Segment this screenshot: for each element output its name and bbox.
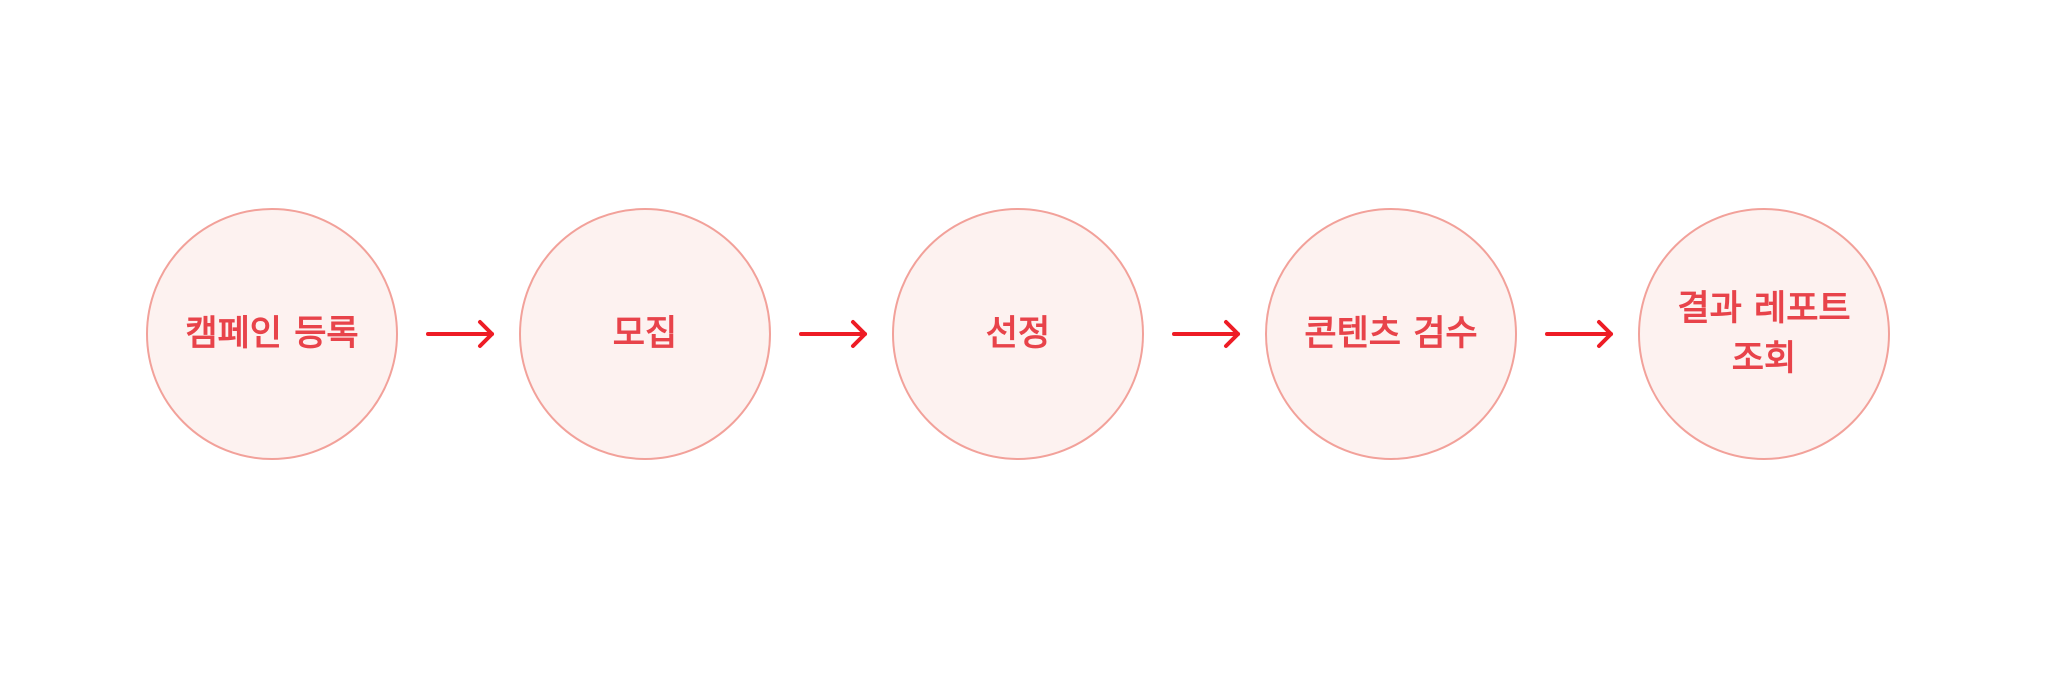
step-campaign-registration: 캠페인 등록 — [146, 208, 398, 460]
arrow-right-icon — [426, 316, 498, 352]
step-label: 캠페인 등록 — [185, 314, 359, 354]
step-recruitment: 모집 — [519, 208, 771, 460]
step-label: 콘텐츠 검수 — [1304, 314, 1478, 354]
arrow-right-icon — [1545, 316, 1617, 352]
step-result-report: 결과 레포트 조회 — [1638, 208, 1890, 460]
arrow-right-icon — [799, 316, 871, 352]
arrow-right-icon — [1172, 316, 1244, 352]
step-selection: 선정 — [892, 208, 1144, 460]
step-label: 결과 레포트 조회 — [1677, 289, 1851, 379]
step-label: 모집 — [612, 314, 678, 354]
step-content-review: 콘텐츠 검수 — [1265, 208, 1517, 460]
step-label: 선정 — [985, 314, 1051, 354]
